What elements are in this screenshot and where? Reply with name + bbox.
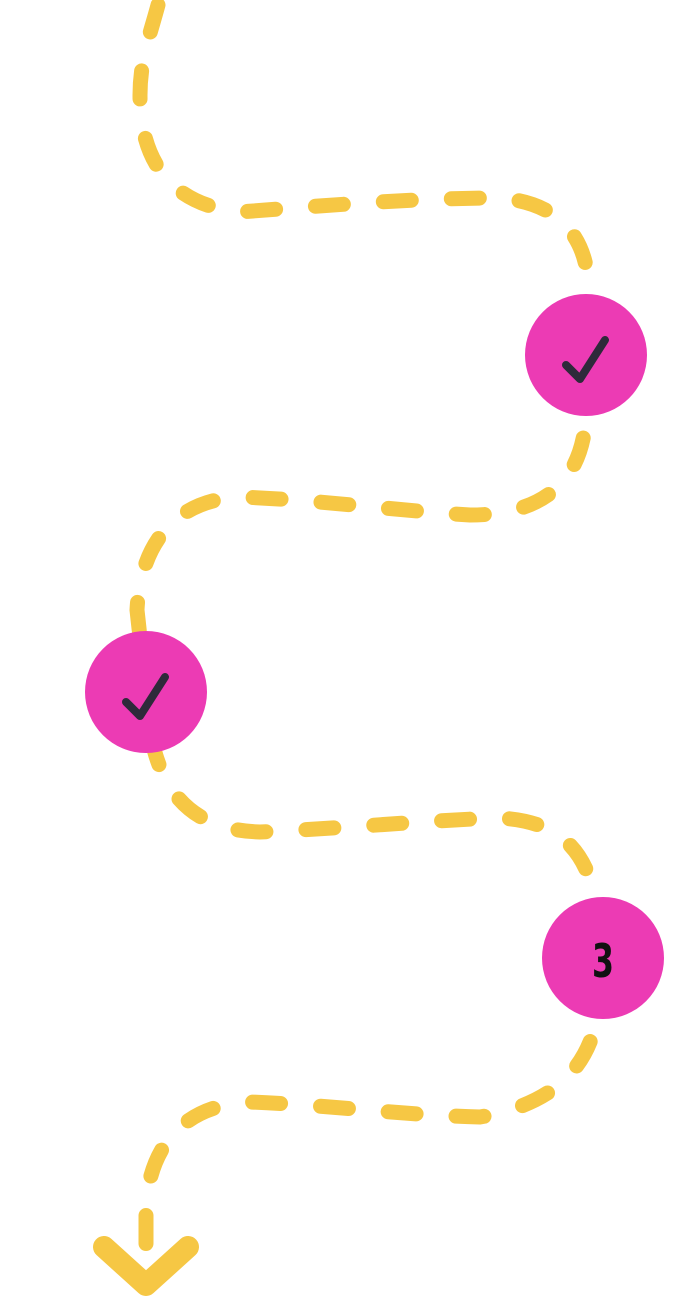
step-2-circle (85, 631, 207, 753)
dashed-path (129, 0, 609, 1253)
step-node-2 (85, 631, 207, 753)
step-node-3: 3 (542, 897, 664, 1019)
check-icon (562, 336, 609, 383)
step-3-circle (542, 897, 664, 1019)
chevron-down-icon (93, 1236, 199, 1296)
step-3-number: 3 (592, 934, 614, 988)
step-1-circle (525, 294, 647, 416)
check-icon (122, 673, 169, 720)
step-node-1 (525, 294, 647, 416)
